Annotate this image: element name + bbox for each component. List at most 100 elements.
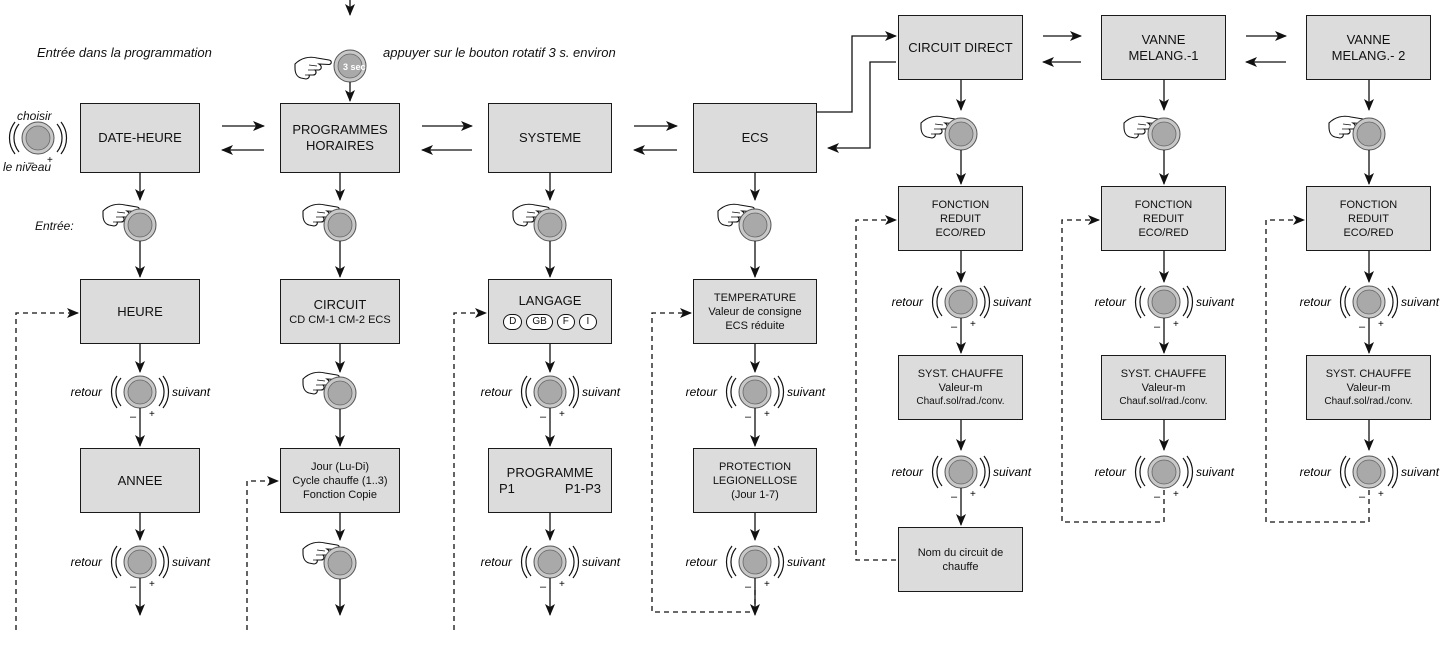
menu-box-year[interactable]: ANNEE [80,448,200,513]
rotate-knob-date-1 [123,375,157,409]
rotate-arc-left [115,377,122,407]
legionella-line1: PROTECTION [718,460,792,473]
plus-sign: + [559,409,565,420]
rotate-arc-right [568,547,575,577]
rotate-arc-right [1182,457,1189,487]
back-label: retour [892,465,924,479]
rotate-arc-right-outer [60,121,68,155]
minus-sign: – [130,581,137,593]
menu-box-system[interactable]: SYSTEME [488,103,612,173]
knob-center [1356,459,1382,485]
circuit-knob-2 [1352,117,1386,151]
back-label: retour [686,555,718,569]
reduced-mode-1-line2: REDUIT [940,212,981,225]
rotate-arc-right-outer [1391,455,1399,489]
rotate-arc-right [568,377,575,407]
next-label: suivant [172,385,211,399]
knob-center [948,289,974,315]
nav-arrow-to-direct-circuit [817,31,897,113]
rotate-knob-date-2 [123,545,157,579]
circuit-select-options: CD CM-1 CM-2 ECS [289,313,391,326]
menu-box-reduced-mode-3[interactable]: FONCTION REDUIT ECO/RED [1306,186,1431,251]
language-title: LANGAGE [518,293,582,308]
dhw-temperature-line3: ECS réduite [725,319,785,332]
menu-box-circuit-select[interactable]: CIRCUIT CD CM-1 CM-2 ECS [280,279,400,344]
schedules-label-line2: HORAIRES [306,138,374,153]
rotate-arc-left [936,287,943,317]
heating-system-3-line2: Valeur-m [1346,382,1391,394]
choose-level-label-bottom: le niveau [3,160,52,174]
menu-box-mixing-valve-1[interactable]: VANNE MELANG.-1 [1101,15,1226,80]
menu-box-heating-system-1[interactable]: SYST. CHAUFFE Valeur-m Chauf.sol/rad./co… [898,355,1023,420]
reduced-mode-1-line3: ECO/RED [935,226,986,239]
dhw-temperature-line1: TEMPERATURE [713,291,797,304]
loop-back-system [453,308,487,630]
menu-box-schedules[interactable]: PROGRAMMES HORAIRES [280,103,400,173]
language-option-d[interactable]: D [503,314,523,330]
language-option-f[interactable]: F [556,314,575,330]
menu-box-program[interactable]: PROGRAMME P1 P1-P3 [488,448,612,513]
rotate-arc-right [1387,457,1394,487]
heating-system-3-line1: SYST. CHAUFFE [1325,368,1412,380]
next-label: suivant [582,385,621,399]
menu-box-mixing-valve-2[interactable]: VANNE MELANG.- 2 [1306,15,1431,80]
minus-sign: – [951,491,958,503]
loop-back-dhw [651,308,756,613]
knob-center [1151,121,1177,147]
rotate-arc-left-outer [725,545,733,579]
reduced-mode-2-line3: ECO/RED [1138,226,1189,239]
minus-sign: – [28,157,35,169]
menu-box-circuit-name[interactable]: Nom du circuit de chauffe [898,527,1023,592]
rotate-arc-left-outer [1339,285,1347,319]
heating-system-2-line3: Chauf.sol/rad./conv. [1119,396,1208,407]
rotate-arc-left [1139,287,1146,317]
menu-box-dhw[interactable]: ECS [693,103,817,173]
hand-finger-lines [728,211,741,223]
menu-box-reduced-mode-1[interactable]: FONCTION REDUIT ECO/RED [898,186,1023,251]
menu-box-heating-system-2[interactable]: SYST. CHAUFFE Valeur-m Chauf.sol/rad./co… [1101,355,1226,420]
minus-sign: – [1359,321,1366,333]
hand-finger-lines [1134,123,1147,135]
menu-box-direct-circuit[interactable]: CIRCUIT DIRECT [898,15,1023,80]
language-option-i[interactable]: I [578,314,597,330]
reduced-mode-3-line3: ECO/RED [1343,226,1394,239]
plus-sign: + [149,579,155,590]
rotate-arc-right [773,377,780,407]
menu-box-language[interactable]: LANGAGE D GB F I [488,279,612,344]
hand-finger-lines [931,123,944,135]
back-label: retour [481,555,513,569]
reduced-mode-3-line2: REDUIT [1348,212,1389,225]
loop-back-schedules [246,476,279,630]
press-knob [333,49,367,83]
menu-box-heating-system-3[interactable]: SYST. CHAUFFE Valeur-m Chauf.sol/rad./co… [1306,355,1431,420]
enter-hand-1 [302,203,340,227]
menu-box-legionella[interactable]: PROTECTION LEGIONELLOSE (Jour 1-7) [693,448,817,513]
reduced-mode-2-line1: FONCTION [1134,198,1193,211]
next-label: suivant [1196,295,1235,309]
rotate-arc-right [979,457,986,487]
press-duration-badge: 3 sec [343,62,366,72]
enter-knob-3 [738,208,772,242]
menu-box-reduced-mode-2[interactable]: FONCTION REDUIT ECO/RED [1101,186,1226,251]
rotate-arc-left [936,457,943,487]
next-label: suivant [787,385,826,399]
menu-box-hour[interactable]: HEURE [80,279,200,344]
day-cycle-line1: Jour (Lu-Di) [310,460,370,473]
hand-finger-lines [1339,123,1352,135]
language-option-gb[interactable]: GB [526,314,553,330]
schedules-label-line1: PROGRAMMES [292,122,388,137]
rotate-arc-left [730,377,737,407]
minus-sign: – [540,581,547,593]
reduced-mode-2-line2: REDUIT [1143,212,1184,225]
menu-box-dhw-temperature[interactable]: TEMPERATURE Valeur de consigne ECS rédui… [693,279,817,344]
mixing-valve-2-line1: VANNE [1346,31,1391,47]
menu-box-day-cycle[interactable]: Jour (Lu-Di) Cycle chauffe (1..3) Foncti… [280,448,400,513]
knob-center [327,380,353,406]
knob-center [537,212,563,238]
minus-sign: – [745,581,752,593]
menu-box-date-time[interactable]: DATE-HEURE [80,103,200,173]
plus-sign: + [764,409,770,420]
enter-hand-0 [102,203,140,227]
rotate-knob-sys-2 [533,545,567,579]
rotate-arc-left-outer [725,375,733,409]
